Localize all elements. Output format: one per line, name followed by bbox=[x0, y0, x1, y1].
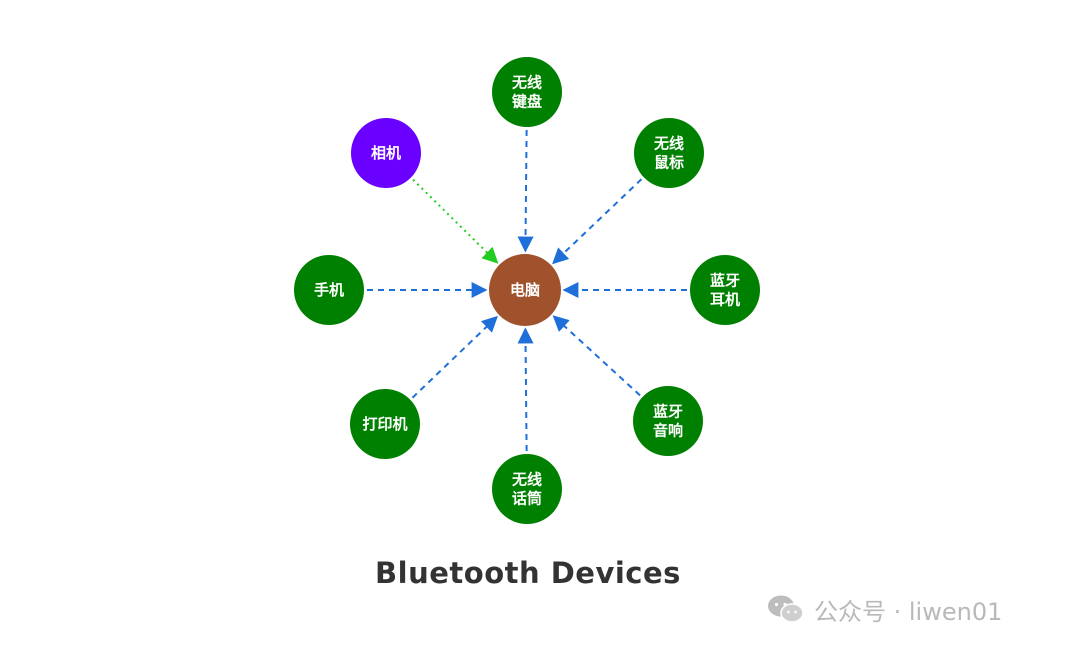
link-mouse bbox=[552, 178, 643, 265]
link-speaker bbox=[552, 315, 641, 397]
node-phone: 手机 bbox=[294, 255, 364, 325]
node-label-microphone-0: 无线 bbox=[511, 471, 542, 489]
node-label-headphones-0: 蓝牙 bbox=[710, 272, 740, 290]
node-camera: 相机 bbox=[351, 118, 421, 188]
node-circle-microphone bbox=[492, 454, 562, 524]
node-circle-mouse bbox=[634, 118, 704, 188]
node-label-camera-0: 相机 bbox=[371, 144, 401, 162]
watermark-text: 公众号 · liwen01 bbox=[814, 597, 1003, 626]
node-label-keyboard-1: 键盘 bbox=[511, 93, 542, 111]
node-circle-speaker bbox=[633, 386, 703, 456]
links-layer bbox=[367, 129, 687, 452]
link-keyboard bbox=[517, 129, 534, 253]
node-label-hub-pc-0: 电脑 bbox=[510, 281, 540, 299]
node-label-speaker-1: 音响 bbox=[653, 422, 683, 440]
node-circle-hub-pc bbox=[489, 254, 561, 326]
node-label-headphones-1: 耳机 bbox=[710, 291, 740, 309]
node-label-keyboard-0: 无线 bbox=[511, 74, 542, 92]
watermark: 公众号 · liwen01 bbox=[766, 592, 1002, 626]
node-label-printer-0: 打印机 bbox=[362, 415, 407, 433]
wechat-icon bbox=[768, 595, 804, 623]
node-circle-headphones bbox=[690, 255, 760, 325]
node-circle-phone bbox=[294, 255, 364, 325]
link-camera bbox=[412, 178, 499, 264]
node-hub-pc: 电脑 bbox=[489, 254, 561, 326]
node-label-mouse-0: 无线 bbox=[653, 135, 684, 153]
node-label-microphone-1: 话筒 bbox=[512, 490, 542, 508]
link-printer bbox=[411, 315, 498, 399]
diagram-caption: Bluetooth Devices bbox=[375, 556, 681, 590]
node-circle-camera bbox=[351, 118, 421, 188]
node-label-phone-0: 手机 bbox=[314, 281, 344, 299]
node-printer: 打印机 bbox=[350, 389, 420, 459]
node-label-mouse-1: 鼠标 bbox=[654, 154, 684, 172]
link-microphone bbox=[517, 327, 534, 452]
node-label-speaker-0: 蓝牙 bbox=[653, 403, 683, 421]
node-circle-printer bbox=[350, 389, 420, 459]
node-circle-keyboard bbox=[492, 57, 562, 127]
